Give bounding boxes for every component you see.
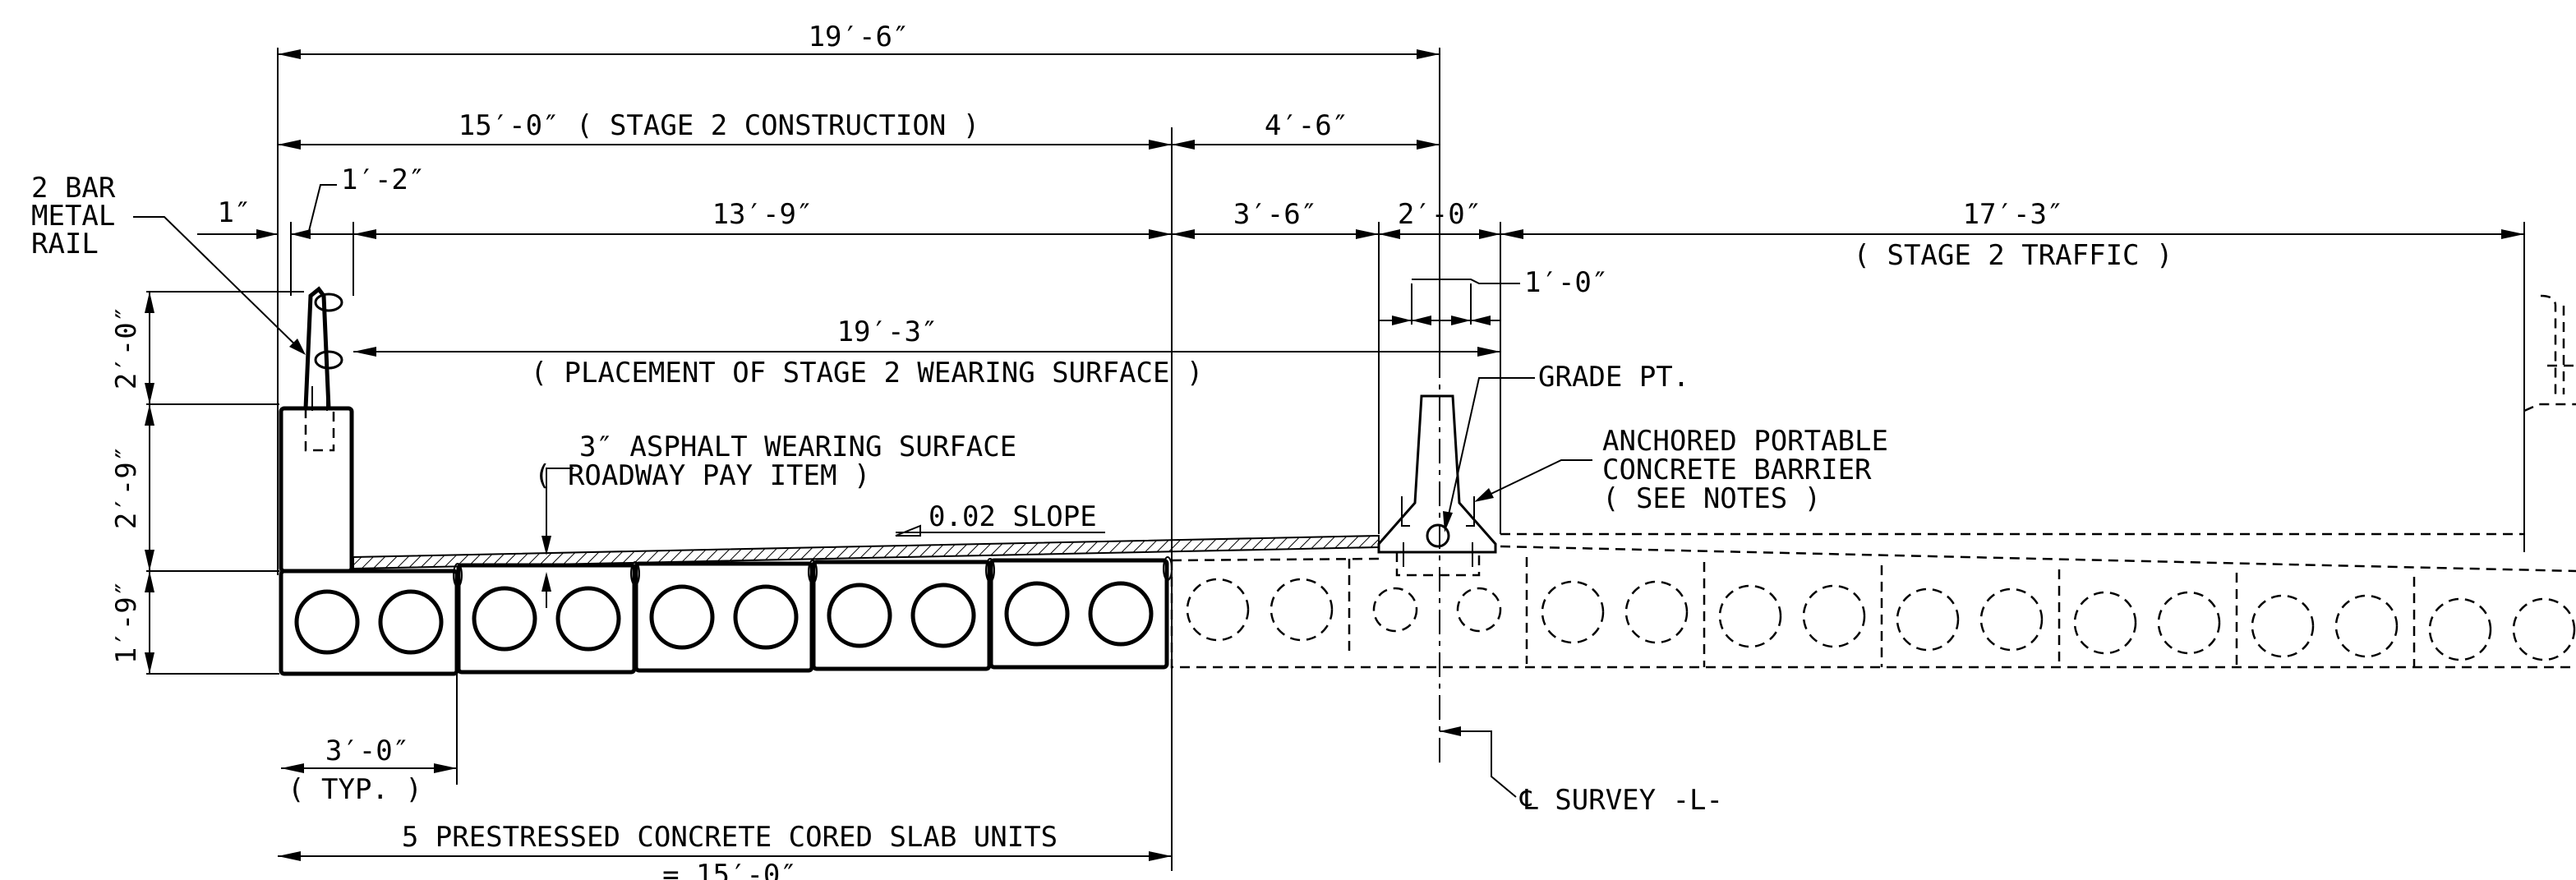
survey-label-text: ℄ SURVEY -L- xyxy=(1519,784,1723,817)
rail-label-line1: 2 BAR xyxy=(31,172,116,205)
barrier-label-line2: CONCRETE BARRIER xyxy=(1602,454,1872,486)
grade-point-label: GRADE PT. xyxy=(1443,361,1689,532)
dim-unit-width: 3′-0″ ( TYP. ) xyxy=(281,674,458,806)
dim-slab-units: 5 PRESTRESSED CONCRETE CORED SLAB UNITS … xyxy=(278,821,1172,880)
dim-traffic-label-text: ( STAGE 2 TRAFFIC ) xyxy=(1854,239,2173,272)
dim-wearing-width-text: 19′-3″ xyxy=(837,316,938,348)
dim-right-top: 4′-6″ xyxy=(1172,109,1440,150)
dim-main-span-text: 13′-9″ xyxy=(712,198,813,231)
dim-span-3-6-text: 3′-6″ xyxy=(1233,198,1317,231)
dim-vert-slab-text: 1′-9″ xyxy=(110,580,143,664)
slab-units-solid xyxy=(279,556,1173,676)
dim-overall-text: 19′-6″ xyxy=(809,21,910,53)
asphalt-label: 3″ ASPHALT WEARING SURFACE ( ROADWAY PAY… xyxy=(534,431,1016,608)
dim-rail-offset-text: 1″ xyxy=(218,196,251,229)
dim-row-285: 1″ 1′-2″ 13′-9″ 3′-6″ 2′-0″ 17′-3″ ( STA… xyxy=(197,164,2525,534)
asphalt-label-line1: 3″ ASPHALT WEARING SURFACE xyxy=(579,431,1016,463)
grade-pt-text: GRADE PT. xyxy=(1538,361,1689,394)
rail-label-line2: METAL xyxy=(31,200,115,233)
dim-unit-typ-text: ( TYP. ) xyxy=(288,773,422,806)
dim-unit-width-text: 3′-0″ xyxy=(325,735,409,767)
dim-stage2-construction-text: 15′-0″ ( STAGE 2 CONSTRUCTION ) xyxy=(459,109,980,142)
slope-label: 0.02 SLOPE xyxy=(895,500,1105,537)
dim-barrier-half-text: 1′-0″ xyxy=(1524,266,1608,299)
dim-wearing-surface: 19′-3″ ( PLACEMENT OF STAGE 2 WEARING SU… xyxy=(353,316,1500,389)
dim-rail-width-text: 1′-2″ xyxy=(341,164,425,196)
dim-vert-rail-text: 2′-0″ xyxy=(110,306,143,389)
metal-rail-parapet xyxy=(279,286,354,574)
dim-right-top-text: 4′-6″ xyxy=(1265,109,1348,142)
barrier-label-line3: ( SEE NOTES ) xyxy=(1602,482,1821,515)
barrier-label: ANCHORED PORTABLE CONCRETE BARRIER ( SEE… xyxy=(1474,425,1888,515)
slab-units-existing xyxy=(1170,294,2576,669)
dim-vert-parapet-text: 2′-9″ xyxy=(110,445,143,529)
barrier-label-line1: ANCHORED PORTABLE xyxy=(1602,425,1888,458)
rail-label-line3: RAIL xyxy=(31,228,99,260)
portable-concrete-barrier xyxy=(1377,394,1497,577)
slope-text: 0.02 SLOPE xyxy=(929,500,1097,533)
dim-vertical: 2′-0″ 2′-9″ 1′-9″ xyxy=(110,291,304,675)
survey-centerline: ℄ SURVEY -L- xyxy=(1439,353,1723,817)
rail-label: 2 BAR METAL RAIL xyxy=(31,172,306,355)
dim-overall: 19′-6″ xyxy=(277,21,1440,575)
dim-wearing-label-text: ( PLACEMENT OF STAGE 2 WEARING SURFACE ) xyxy=(531,357,1204,389)
asphalt-label-line2: ( ROADWAY PAY ITEM ) xyxy=(534,459,870,492)
dim-barrier-width-text: 2′-0″ xyxy=(1398,198,1482,231)
dim-stage2-construction: 15′-0″ ( STAGE 2 CONSTRUCTION ) xyxy=(278,109,1173,871)
dim-barrier-half: 1′-0″ xyxy=(1379,266,1608,325)
dim-slab-units-label-text: 5 PRESTRESSED CONCRETE CORED SLAB UNITS xyxy=(402,821,1058,854)
dim-slab-units-total-text: = 15′-0″ xyxy=(662,859,797,880)
dim-traffic-width-text: 17′-3″ xyxy=(1963,198,2064,231)
